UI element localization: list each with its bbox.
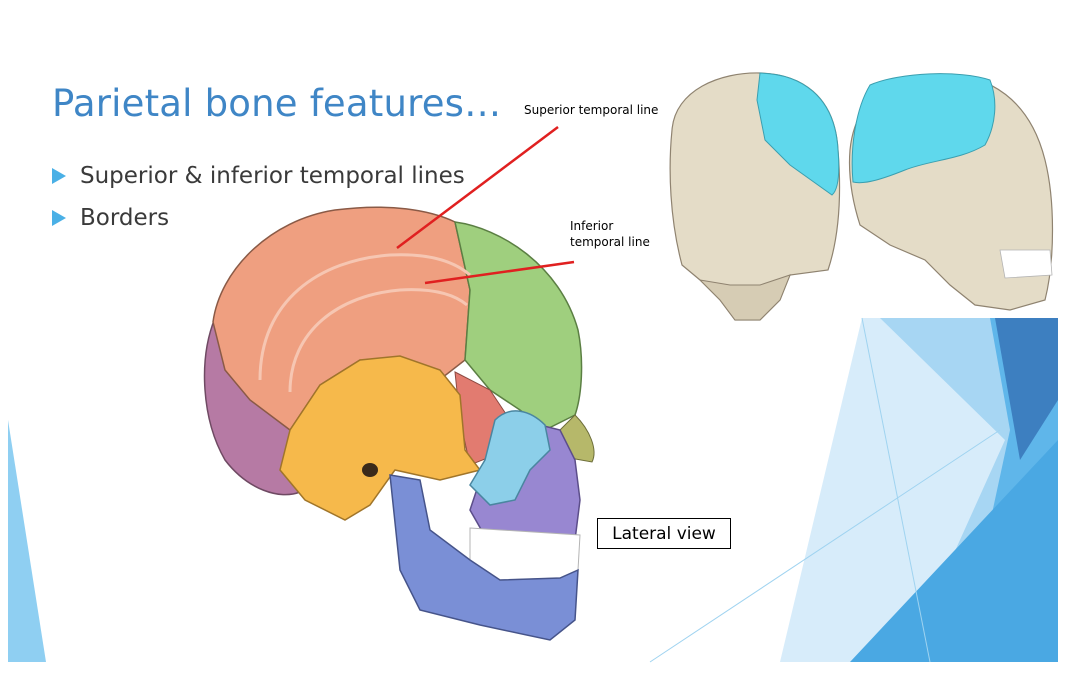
facet-dark	[995, 318, 1058, 460]
zygomatic-bone	[469, 410, 551, 506]
superior-pointer-line	[396, 126, 559, 249]
bullet-label: Superior & inferior temporal lines	[80, 163, 465, 189]
temporal-line-curve-2	[288, 288, 468, 393]
superior-temporal-line-label: Superior temporal line	[524, 103, 659, 117]
facet-left	[8, 420, 46, 662]
inferior-label-line1: Inferior	[570, 219, 614, 233]
bullet-item: Borders	[52, 197, 465, 239]
oblique-teeth	[999, 249, 1053, 279]
parietal-highlight-posterior	[756, 72, 840, 196]
facet-line-2	[861, 317, 931, 663]
slide-title: Parietal bone features…	[52, 82, 502, 125]
inferior-pointer-line	[424, 260, 575, 285]
inferior-label-line2: temporal line	[570, 235, 650, 249]
ear-canal	[362, 463, 378, 477]
facet-line	[649, 429, 1001, 663]
bullet-arrow-icon	[52, 210, 66, 226]
posterior-jaw	[698, 274, 791, 321]
temporal-line-curve	[258, 253, 471, 381]
inferior-temporal-line-label: Inferior temporal line	[570, 218, 650, 250]
bullet-item: Superior & inferior temporal lines	[52, 155, 465, 197]
facet-bottom	[850, 440, 1058, 662]
bullet-label: Borders	[80, 205, 170, 231]
bullet-list: Superior & inferior temporal lines Borde…	[52, 155, 465, 239]
parietal-highlight-oblique	[851, 73, 996, 184]
mandible-bone	[389, 474, 579, 641]
lateral-view-label: Lateral view	[597, 518, 731, 549]
bullet-arrow-icon	[52, 168, 66, 184]
